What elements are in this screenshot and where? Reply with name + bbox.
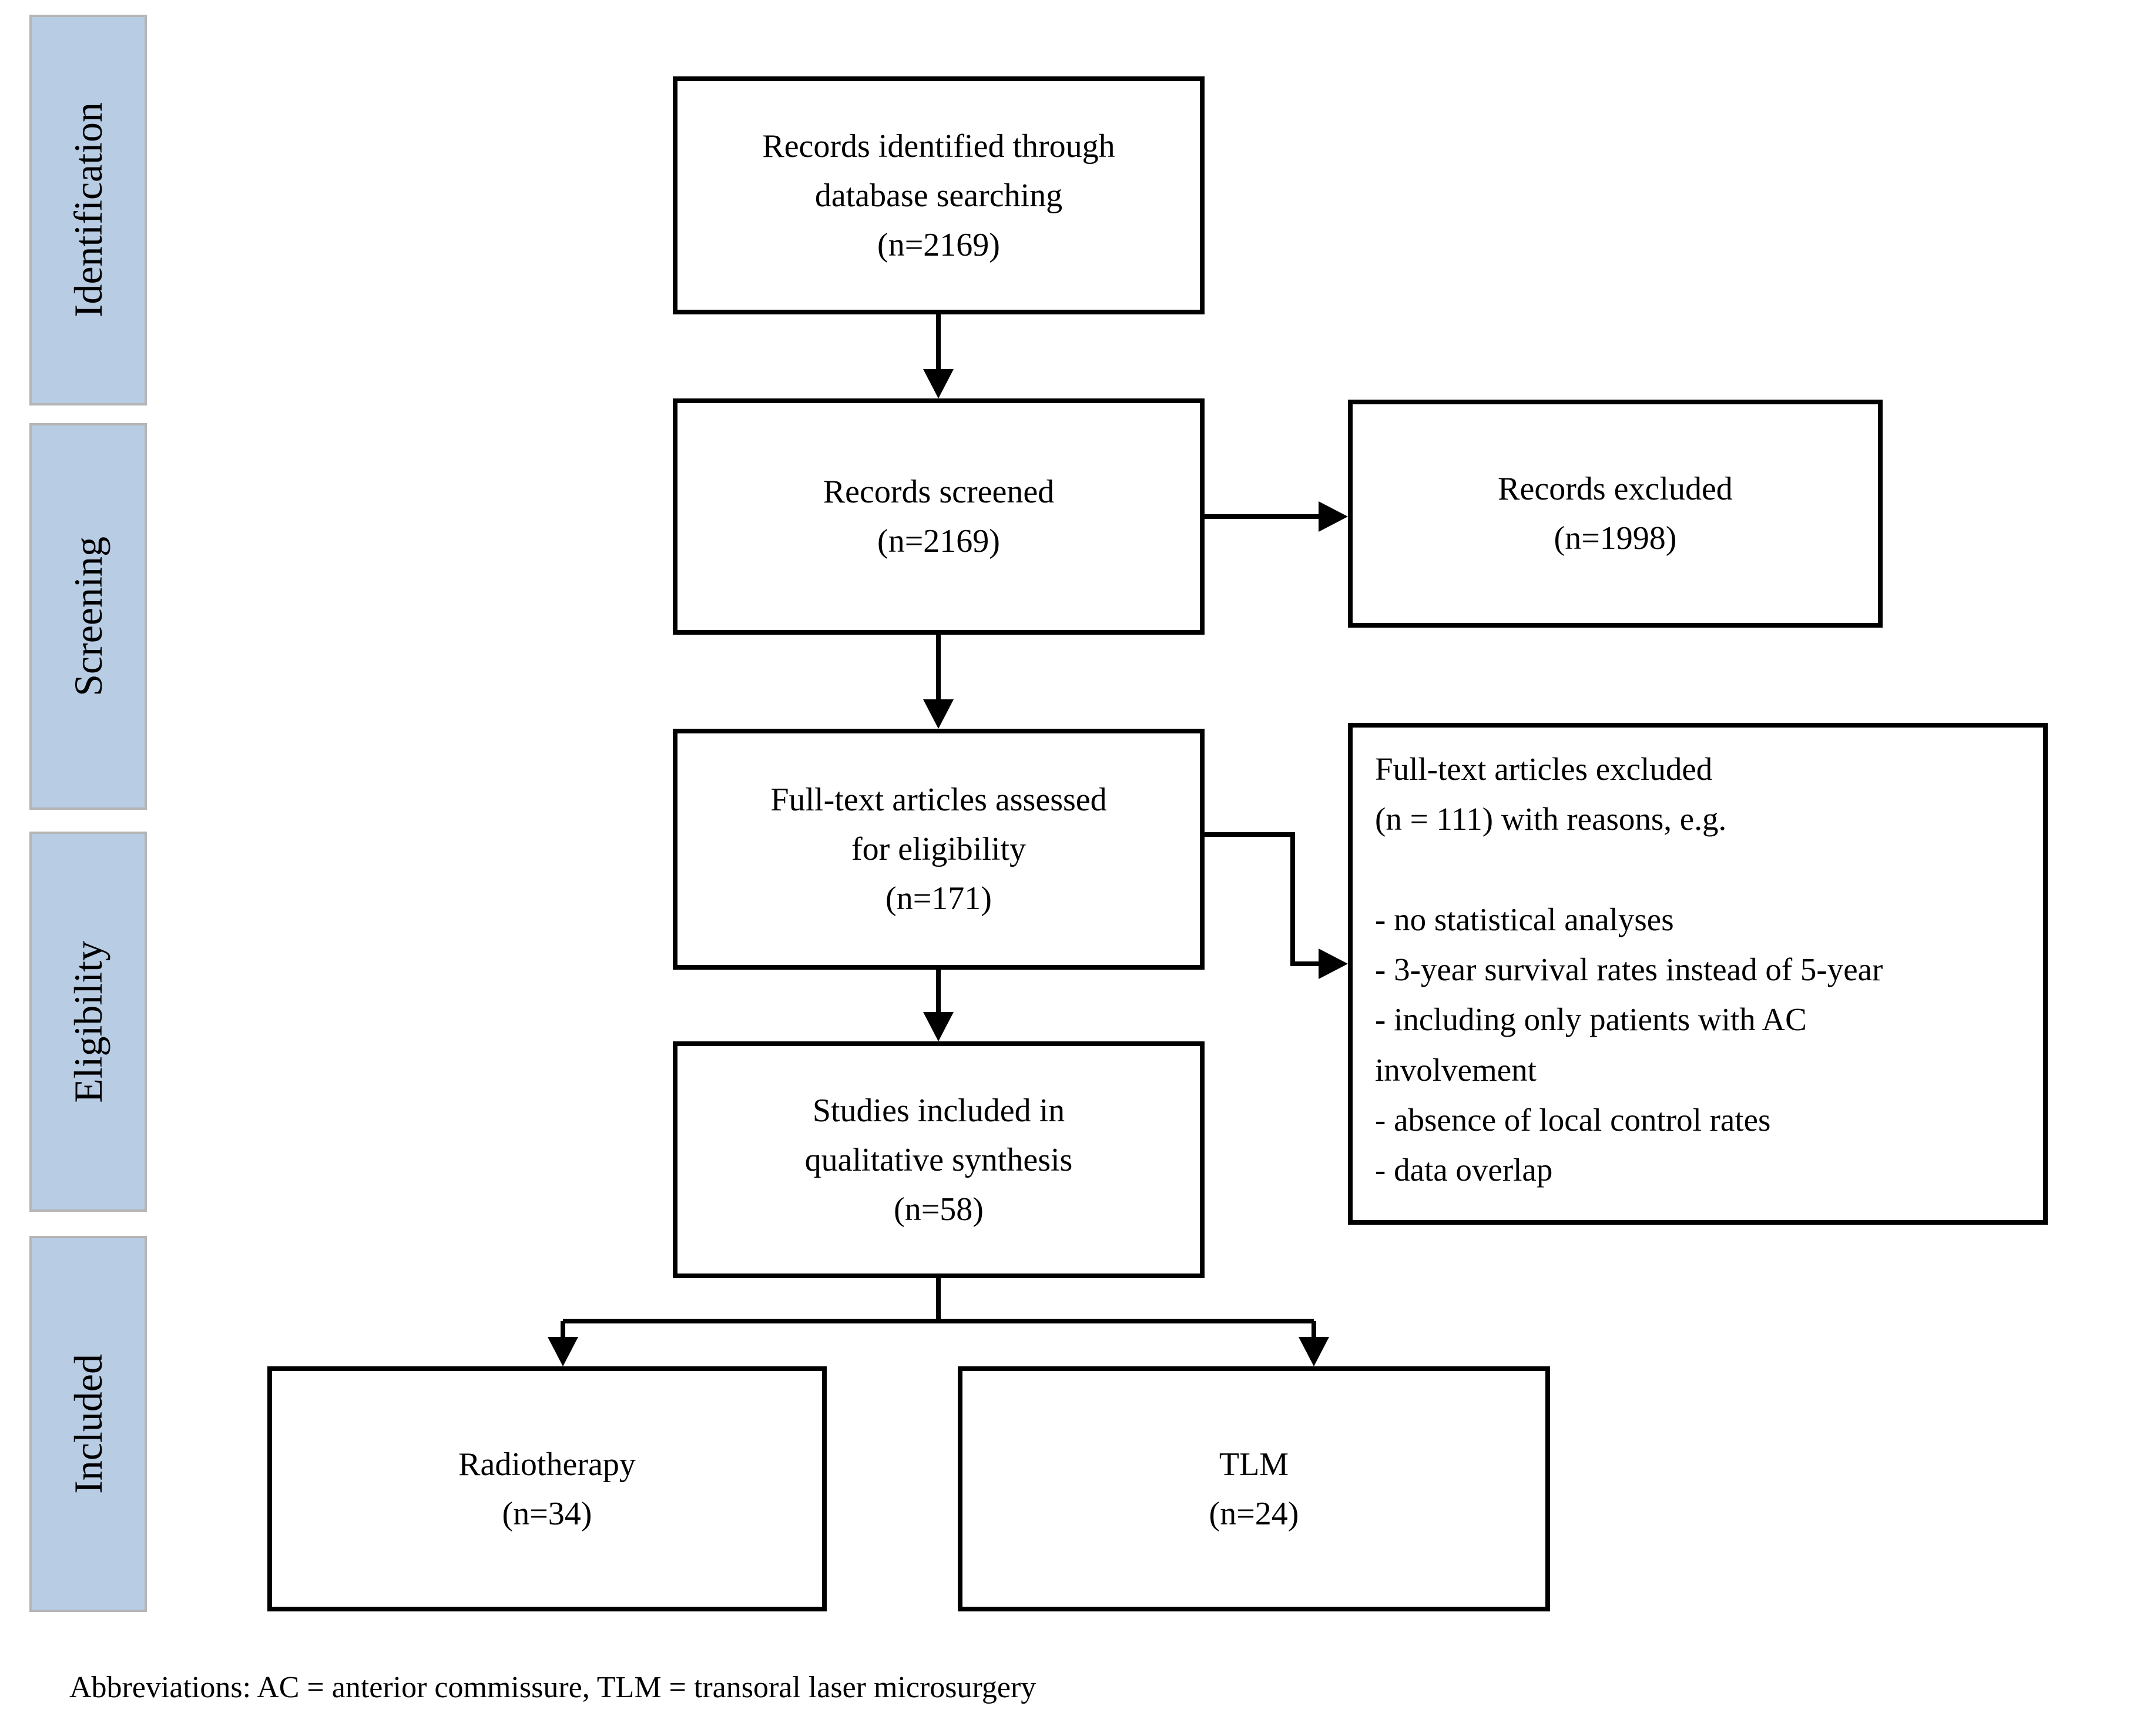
stage-included: Included bbox=[29, 1236, 147, 1612]
box-text: Full-text articles excluded (n = 111) wi… bbox=[1375, 751, 1883, 1188]
arrow-identified-to-screened bbox=[923, 314, 954, 398]
split-connector-qualitative-to-treatments bbox=[548, 1278, 1329, 1366]
box-text: Studies included in qualitative synthesi… bbox=[804, 1092, 1073, 1228]
box-records-excluded: Records excluded (n=1998) bbox=[1348, 400, 1883, 628]
elbow-arrow-fulltext-to-excluded-reasons bbox=[1205, 832, 1348, 979]
stage-eligibility: Eligibility bbox=[29, 832, 147, 1212]
arrow-screened-to-fulltext bbox=[923, 635, 954, 729]
box-studies-qualitative: Studies included in qualitative synthesi… bbox=[673, 1041, 1205, 1278]
box-radiotherapy: Radiotherapy (n=34) bbox=[267, 1366, 827, 1611]
box-text: TLM (n=24) bbox=[1209, 1446, 1299, 1532]
arrow-fulltext-to-qualitative bbox=[923, 970, 954, 1041]
box-fulltext-excluded-reasons: Full-text articles excluded (n = 111) wi… bbox=[1348, 723, 2048, 1225]
arrow-screened-to-records-excluded bbox=[1205, 501, 1348, 532]
box-fulltext-assessed: Full-text articles assessed for eligibil… bbox=[673, 729, 1205, 970]
box-tlm: TLM (n=24) bbox=[958, 1366, 1550, 1611]
box-text: Records screened (n=2169) bbox=[823, 474, 1055, 559]
box-text: Full-text articles assessed for eligibil… bbox=[770, 782, 1107, 917]
stage-screening: Screening bbox=[29, 423, 147, 810]
stage-identification: Identification bbox=[29, 15, 147, 405]
box-records-identified: Records identified through database sear… bbox=[673, 76, 1205, 314]
abbreviations-note: Abbreviations: AC = anterior commissure,… bbox=[69, 1671, 1037, 1704]
box-text: Records excluded (n=1998) bbox=[1498, 471, 1733, 557]
box-text: Records identified through database sear… bbox=[762, 128, 1115, 263]
box-text: Radiotherapy (n=34) bbox=[458, 1446, 636, 1532]
box-records-screened: Records screened (n=2169) bbox=[673, 398, 1205, 635]
